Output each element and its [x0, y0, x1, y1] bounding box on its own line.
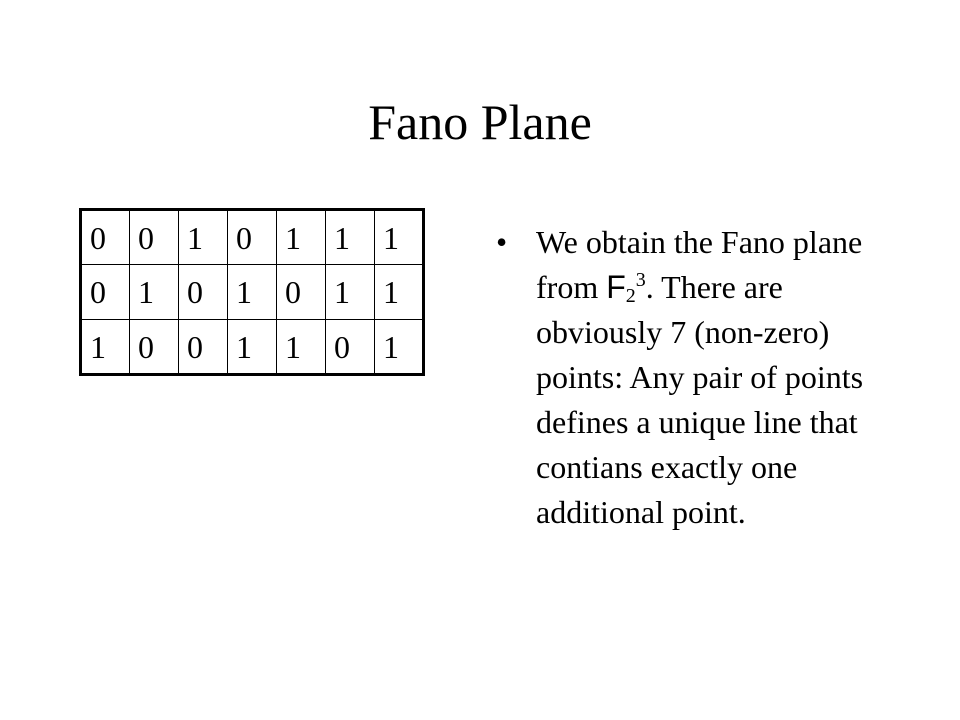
matrix-cell: 1	[276, 319, 326, 375]
bullet-text-before: We obtain the Fano plane from	[536, 224, 863, 305]
matrix-cell: 1	[129, 264, 179, 320]
matrix-cell: 1	[227, 319, 277, 375]
matrix-cell: 0	[80, 264, 130, 320]
matrix-cell: 1	[276, 209, 326, 265]
matrix-cell: 1	[325, 264, 375, 320]
matrix-cell: 0	[178, 264, 228, 320]
bullet-text-after: . There are obviously 7 (non-zero) point…	[536, 269, 864, 530]
bullet-item: • We obtain the Fano plane from F23. The…	[496, 220, 886, 535]
matrix-cell: 1	[178, 209, 228, 265]
field-superscript: 3	[635, 269, 646, 291]
matrix-cell: 0	[129, 319, 179, 375]
matrix-cell: 1	[227, 264, 277, 320]
matrix-cell: 1	[80, 319, 130, 375]
matrix-cell: 0	[178, 319, 228, 375]
matrix-cell: 1	[374, 264, 424, 320]
matrix-cell: 1	[374, 209, 424, 265]
matrix-cell: 0	[227, 209, 277, 265]
binary-matrix-table: 0 0 1 0 1 1 1 0 1 0 1 0 1 1 1 0 0 1	[79, 208, 425, 376]
bullet-marker: •	[496, 224, 508, 260]
matrix-cell: 0	[325, 319, 375, 375]
bullet-text: We obtain the Fano plane from F23. There…	[536, 220, 886, 535]
field-subscript: 2	[625, 285, 636, 307]
matrix-row: 0 0 1 0 1 1 1	[80, 209, 424, 265]
matrix-cell: 0	[129, 209, 179, 265]
matrix-cell: 1	[325, 209, 375, 265]
matrix-cell: 0	[80, 209, 130, 265]
matrix-row: 0 1 0 1 0 1 1	[80, 264, 424, 320]
field-symbol: F	[606, 269, 626, 305]
matrix-row: 1 0 0 1 1 0 1	[80, 319, 424, 375]
slide-title: Fano Plane	[368, 94, 592, 150]
matrix-cell: 0	[276, 264, 326, 320]
matrix-cell: 1	[374, 319, 424, 375]
